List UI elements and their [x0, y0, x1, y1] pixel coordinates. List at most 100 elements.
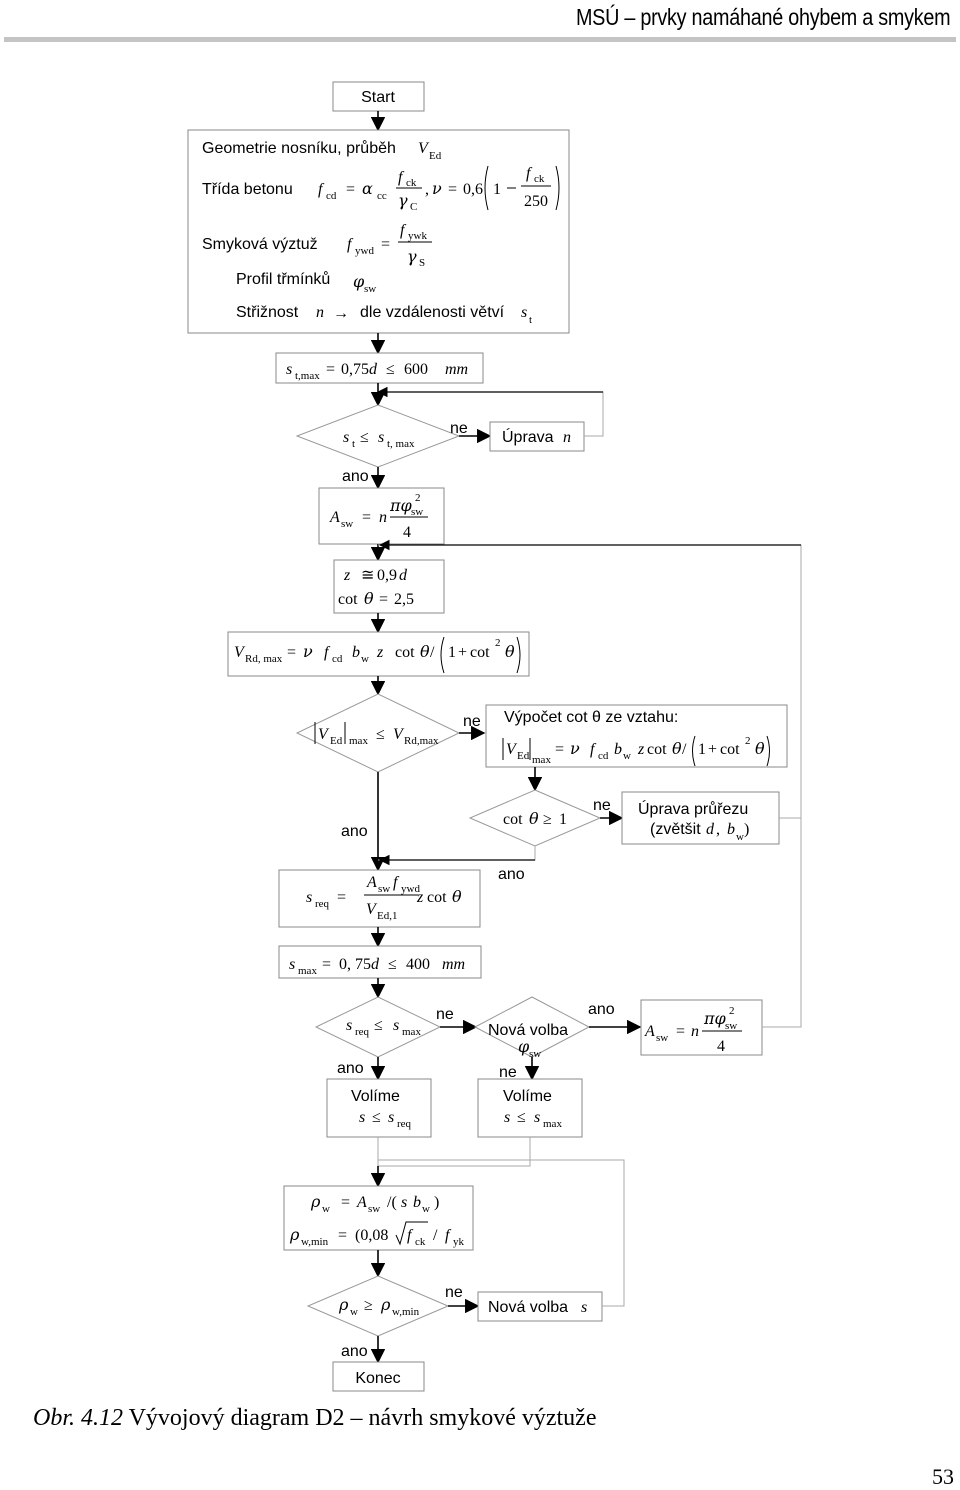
svg-text:=: = — [322, 956, 331, 973]
st-max-limit: 600 — [404, 361, 428, 378]
header-rule — [4, 37, 956, 42]
svg-text:sw: sw — [378, 883, 390, 895]
svg-text:ν: ν — [570, 739, 580, 758]
svg-text:t: t — [529, 314, 532, 326]
svg-text:cot: cot — [720, 741, 740, 758]
svg-text:w: w — [422, 1203, 430, 1215]
svg-text:+: + — [708, 741, 717, 758]
svg-text:θ: θ — [420, 642, 430, 661]
new-s-box: Nová volba s — [477, 1291, 603, 1322]
adjust-n-box: Úprava n — [489, 421, 585, 452]
svg-text:req: req — [397, 1118, 412, 1130]
svg-text:f: f — [347, 236, 354, 253]
svg-text:cd: cd — [332, 653, 343, 665]
cot-value: 2,5 — [394, 591, 414, 608]
svg-text:f: f — [398, 169, 405, 186]
svg-text:d: d — [399, 567, 408, 584]
svg-text:≥: ≥ — [543, 811, 552, 828]
concrete-label: Třída betonu — [202, 181, 293, 198]
svg-text:cd: cd — [598, 750, 609, 762]
svg-text:t, max: t, max — [387, 438, 415, 450]
svg-text:cot: cot — [427, 889, 447, 906]
svg-text:cot: cot — [395, 644, 415, 661]
st-max-coef: 0,75 — [341, 361, 369, 378]
svg-text:S: S — [419, 257, 425, 269]
svg-text:s: s — [393, 1017, 399, 1034]
svg-text:b: b — [413, 1194, 421, 1211]
smax-coef: 0, 75 — [339, 956, 371, 973]
svg-text:req: req — [315, 898, 330, 910]
yes-label: ano — [498, 866, 525, 883]
svg-text:φ: φ — [518, 1037, 530, 1056]
svg-text:s: s — [306, 889, 312, 906]
svg-text:/: / — [430, 644, 435, 661]
new-s-label: Nová volba — [488, 1299, 568, 1316]
svg-text:ρ: ρ — [380, 1295, 391, 1314]
smax-limit: 400 — [406, 956, 430, 973]
svg-text:ρ: ρ — [289, 1225, 300, 1244]
svg-text:w: w — [623, 750, 631, 762]
st-max-unit: mm — [445, 361, 468, 378]
svg-text:=: = — [676, 1023, 685, 1040]
svg-text:≤: ≤ — [386, 361, 395, 378]
svg-text:z: z — [416, 889, 424, 906]
svg-text:θ: θ — [505, 642, 515, 661]
svg-text:α: α — [362, 179, 373, 198]
svg-text:s: s — [401, 1194, 407, 1211]
svg-text:n: n — [563, 429, 571, 446]
no-label: ne — [445, 1284, 463, 1301]
svg-text:=: = — [381, 236, 390, 253]
svg-text:n: n — [316, 304, 324, 321]
svg-text:max: max — [532, 754, 551, 766]
svg-text:θ: θ — [755, 739, 765, 758]
svg-text:w: w — [736, 831, 744, 843]
svg-text:=: = — [337, 889, 346, 906]
svg-text:n: n — [379, 509, 387, 526]
connector — [378, 1137, 531, 1167]
svg-text:A: A — [356, 1194, 367, 1211]
svg-text:ν: ν — [432, 179, 442, 198]
page-header-title: MSÚ – prvky namáhané ohybem a smykem — [575, 4, 951, 30]
svg-text:max: max — [543, 1118, 562, 1130]
svg-text:4: 4 — [717, 1038, 725, 1055]
svg-text:1: 1 — [698, 741, 706, 758]
svg-text:γ: γ — [407, 247, 417, 266]
svg-text:s: s — [359, 1109, 365, 1126]
svg-text:γ: γ — [398, 191, 408, 210]
svg-text:b: b — [614, 741, 622, 758]
svg-text:sw: sw — [368, 1203, 380, 1215]
svg-text:ρ: ρ — [310, 1192, 321, 1211]
svg-text:=: = — [362, 509, 371, 526]
svg-text:V: V — [393, 726, 405, 743]
svg-text:≤: ≤ — [360, 429, 369, 446]
svg-text:Rd,max: Rd,max — [404, 735, 439, 747]
svg-text:ck: ck — [534, 173, 545, 185]
svg-text:yk: yk — [453, 1236, 465, 1248]
svg-text:V: V — [318, 726, 330, 743]
svg-text:b: b — [727, 821, 735, 838]
svg-text:Ed: Ed — [429, 150, 442, 162]
decision-cot: cot θ ≥ 1 — [468, 789, 602, 847]
svg-text:): ) — [744, 821, 749, 838]
svg-text:≤: ≤ — [388, 956, 397, 973]
svg-text:Ed: Ed — [517, 750, 530, 762]
no-label: ne — [499, 1064, 517, 1081]
loop-line — [762, 818, 802, 1028]
svg-text:s: s — [521, 304, 527, 321]
choose-label: Volíme — [351, 1088, 400, 1105]
end-node: Konec — [332, 1361, 425, 1392]
rho-min-coef: (0,08 — [355, 1227, 388, 1244]
svg-text:≤: ≤ — [376, 726, 385, 743]
svg-text:,: , — [425, 181, 429, 198]
svg-text:z: z — [637, 741, 645, 758]
adjust-section-line1: Úprava průřezu — [638, 799, 748, 818]
svg-text:=: = — [555, 741, 564, 758]
